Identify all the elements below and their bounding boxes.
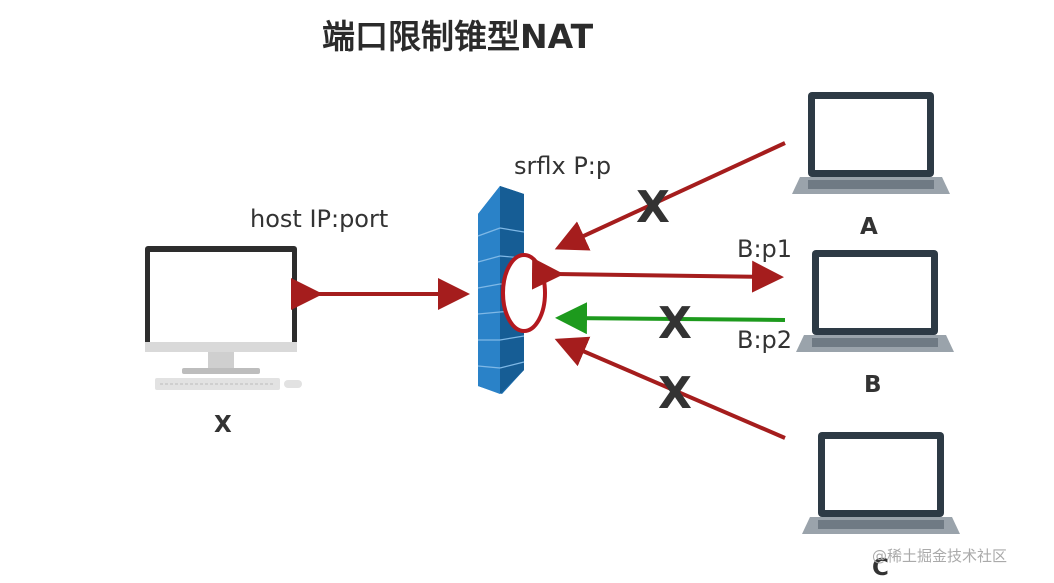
arrow-b-p2-blocked — [555, 302, 786, 335]
firewall-icon — [477, 186, 525, 394]
arrow-c-blocked — [554, 336, 786, 440]
nat-port-oval — [501, 253, 547, 333]
node-label-c: C — [872, 555, 889, 581]
arrow-a-blocked — [554, 141, 786, 251]
blocked-mark-b-p2: X — [658, 298, 692, 349]
srflx-label: srflx P:p — [514, 152, 612, 180]
node-label-a: A — [860, 214, 878, 240]
host-label: host IP:port — [250, 205, 389, 233]
arrow-b-p1 — [531, 257, 784, 293]
node-label-x: X — [214, 412, 232, 438]
laptop-b-icon — [796, 250, 954, 352]
diagram-title: 端口限制锥型NAT — [322, 17, 594, 56]
b-p1-label: B:p1 — [737, 235, 793, 263]
laptop-c-icon — [802, 432, 960, 534]
blocked-mark-a: X — [636, 182, 670, 233]
b-p2-label: B:p2 — [737, 326, 793, 354]
node-label-b: B — [864, 372, 882, 398]
blocked-mark-c: X — [658, 368, 692, 419]
desktop-x-icon — [145, 246, 302, 390]
laptop-a-icon — [792, 92, 950, 194]
watermark: @稀土掘金技术社区 — [872, 547, 1008, 565]
